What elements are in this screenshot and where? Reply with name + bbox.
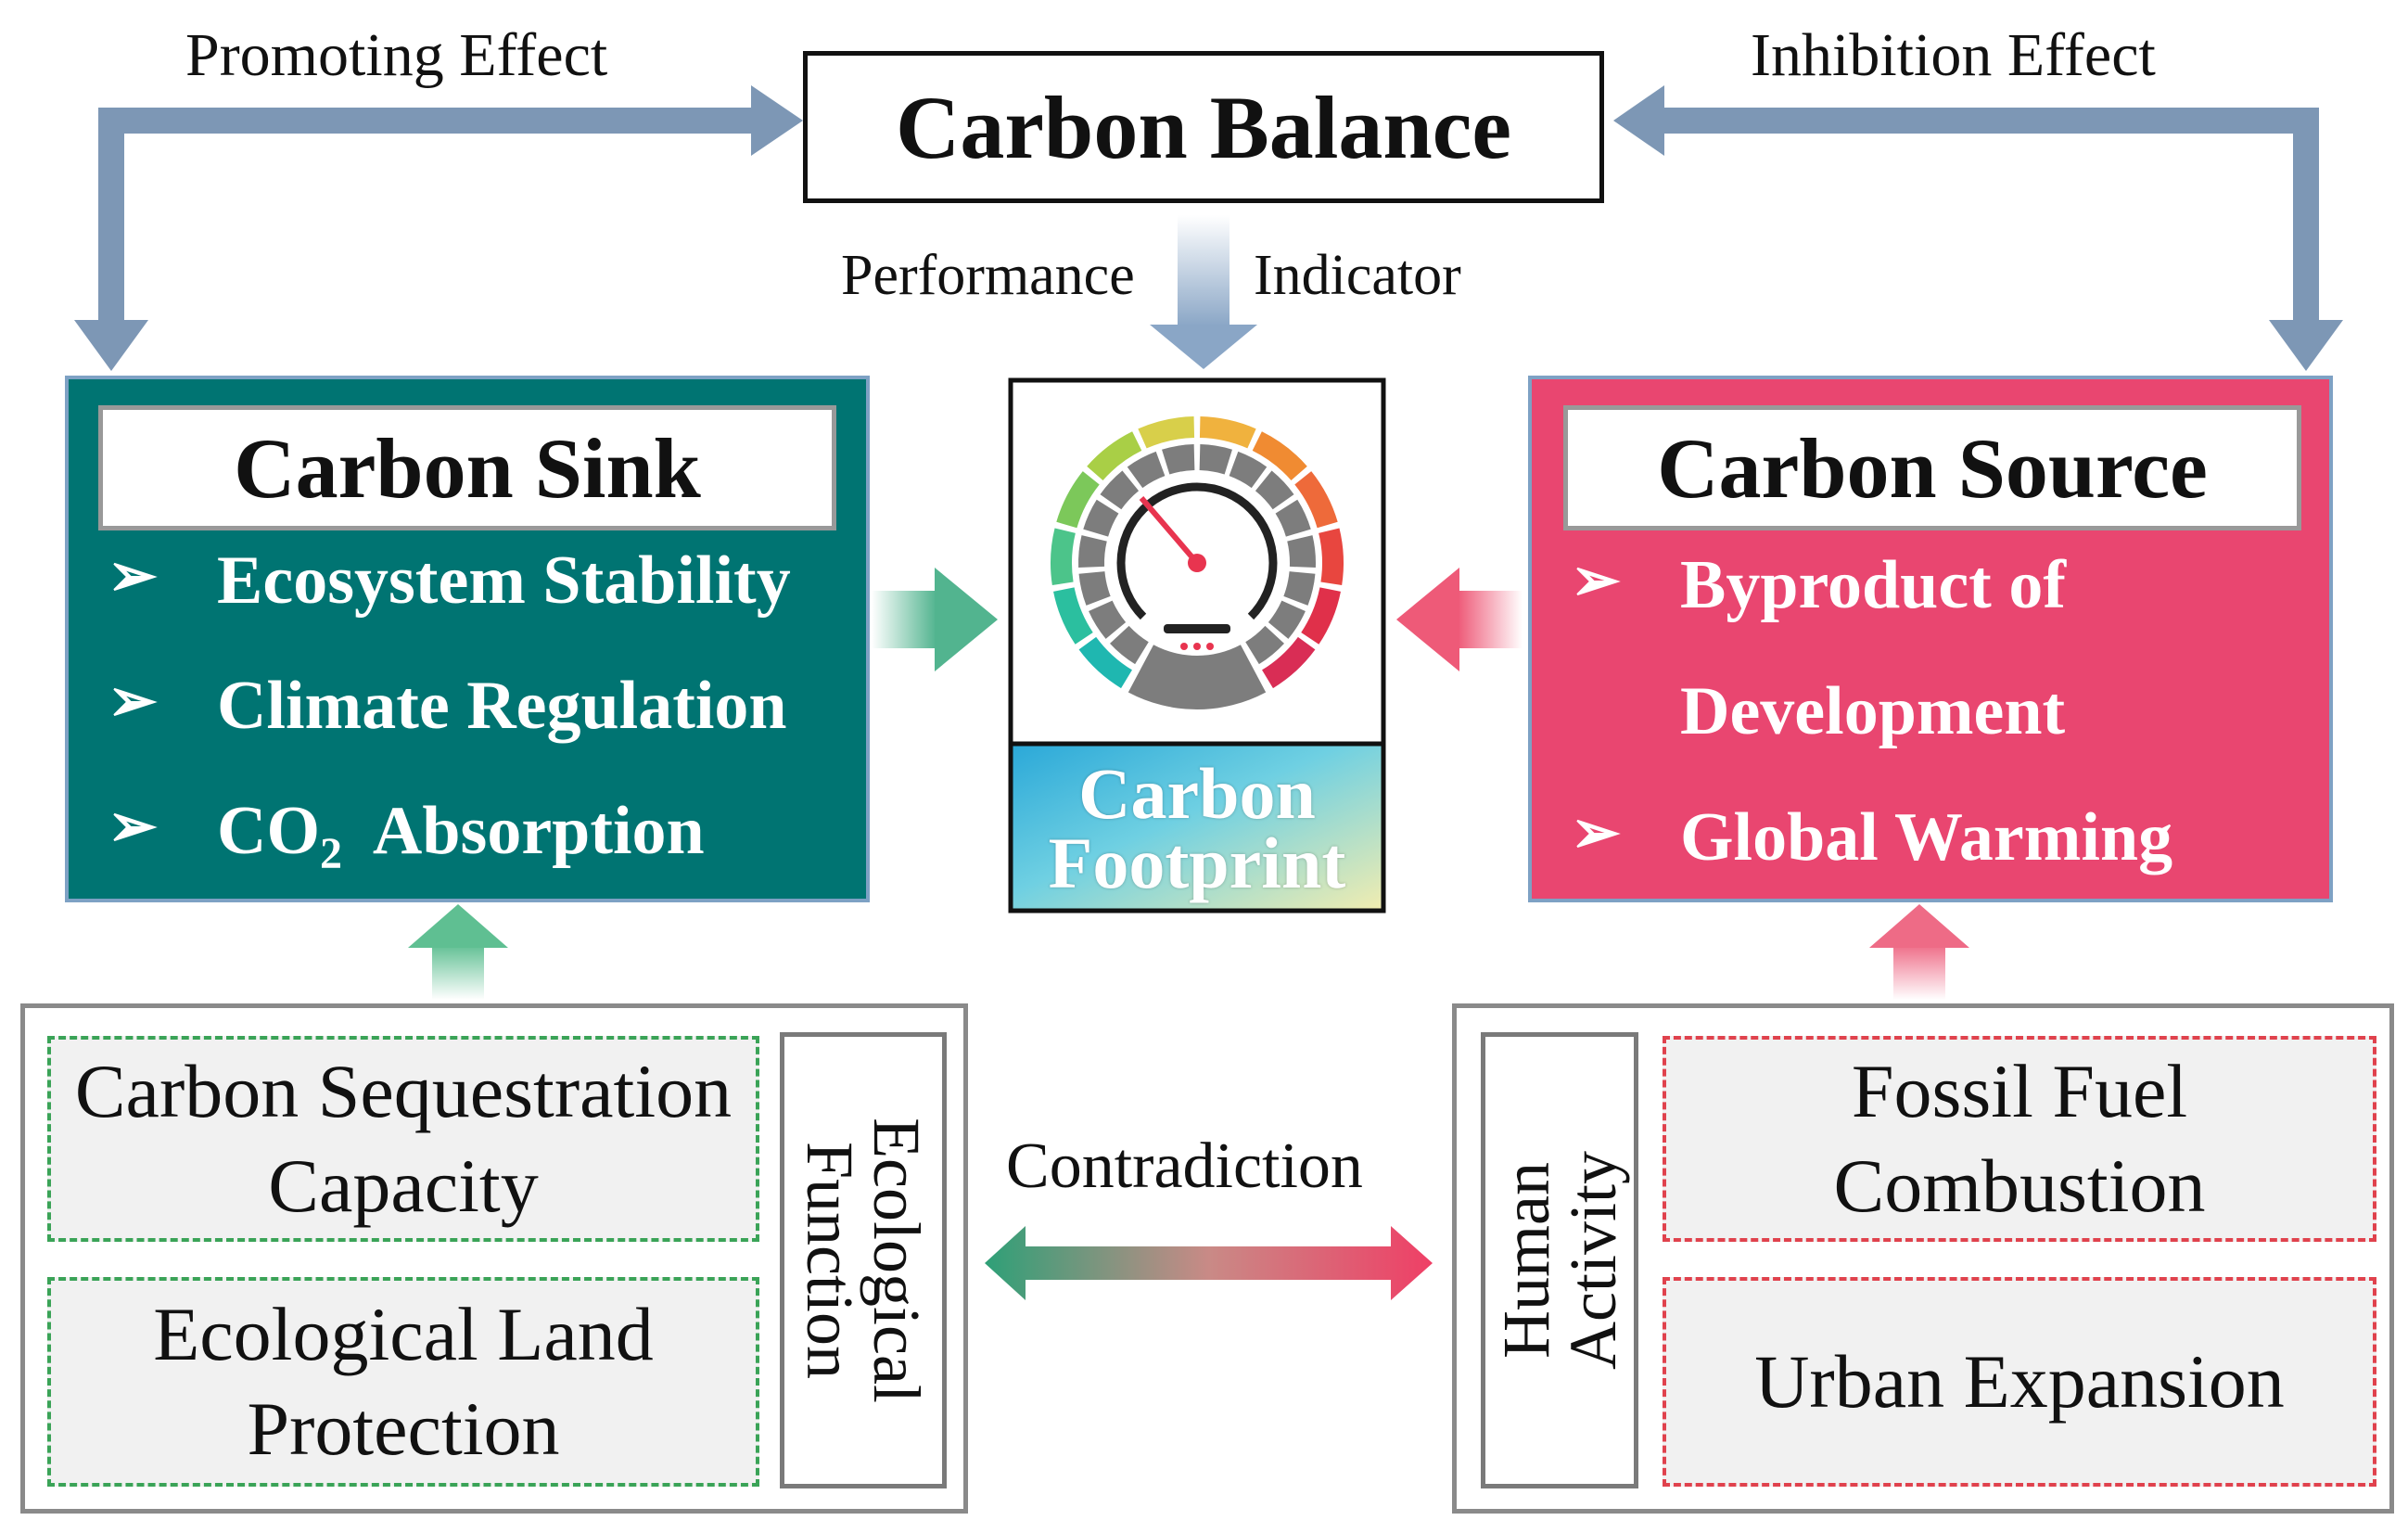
co2-subscript: 2: [320, 828, 342, 878]
sink-to-footprint-arrow: [872, 568, 998, 671]
source-bullet-text: Byproduct of: [1680, 547, 2066, 623]
gauge-inner-segment: [1083, 499, 1119, 537]
sink-bullet-text: Ecosystem Stability: [217, 543, 791, 619]
gauge-dial-ring: [1116, 482, 1278, 620]
gauge-indicator-dot: [1180, 643, 1188, 650]
eco-item-line: Ecological Land: [153, 1291, 654, 1376]
gauge-outer-segment: [1252, 431, 1307, 480]
gauge-inner-segment: [1110, 625, 1149, 665]
source-bullet-text: Development: [1680, 673, 2066, 749]
performance-label: Performance: [841, 244, 1135, 307]
human-activity-group: Human Activity Fossil Fuel Combustion Ur…: [1452, 1003, 2394, 1514]
promoting-effect-label: Promoting Effect: [185, 21, 608, 89]
gauge-outer-segment: [1056, 471, 1100, 529]
ecological-land-box: Ecological Land Protection: [47, 1277, 759, 1487]
source-bullet-text: Global Warming: [1680, 799, 2173, 875]
eco-item-line: Carbon Sequestration: [74, 1048, 733, 1133]
carbon-balance-text: Carbon Balance: [895, 77, 1512, 177]
gauge-inner-segment: [1268, 600, 1306, 639]
carbon-source-panel: Carbon Source ➢ Byproduct of Development…: [1528, 376, 2333, 902]
contradiction-double-arrow: [985, 1226, 1433, 1300]
ecological-to-sink-arrow: [408, 904, 508, 1000]
gauge-outer-segment: [1078, 636, 1132, 689]
performance-indicator-arrow: [1150, 215, 1257, 369]
gauge-inner-segment: [1229, 451, 1268, 489]
inhibition-effect-label: Inhibition Effect: [1751, 21, 2156, 89]
footprint-label-box: [1008, 741, 1386, 913]
vertical-line: Function: [793, 1141, 867, 1379]
contradiction-label: Contradiction: [1006, 1131, 1363, 1202]
sink-bullet-text: Climate Regulation: [217, 668, 787, 744]
vertical-line: Activity: [1556, 1151, 1630, 1370]
eco-item-line: Capacity: [268, 1143, 539, 1228]
bullet-arrow-icon: ➢: [108, 793, 158, 859]
gauge-inner-segment: [1199, 444, 1232, 475]
gauge-outer-segment: [1301, 587, 1341, 645]
source-to-footprint-arrow: [1396, 568, 1523, 671]
gauge-bottom-segment: [1128, 645, 1267, 710]
gauge-hub: [1188, 554, 1206, 572]
gauge-indicator-dot: [1206, 643, 1214, 650]
gauge-outer-segment: [1087, 431, 1142, 480]
gauge-inner-segment: [1255, 470, 1294, 510]
vertical-line: Ecological: [860, 1118, 934, 1403]
carbon-sequestration-box: Carbon Sequestration Capacity: [47, 1036, 759, 1242]
gauge-inner-segment: [1162, 444, 1195, 475]
sink-bullet-text: CO2 Absorption: [217, 792, 705, 879]
inhibition-effect-arrow: [1613, 85, 2343, 371]
bullet-arrow-icon: ➢: [108, 543, 158, 608]
gauge-inner-segment: [1089, 600, 1127, 639]
human-item-line: Combustion: [1833, 1143, 2206, 1228]
human-item-line: Fossil Fuel: [1851, 1048, 2188, 1133]
human-activity-vertical-box: Human Activity: [1481, 1032, 1638, 1488]
vertical-line: Human: [1489, 1162, 1563, 1359]
gauge-inner-segment: [1100, 470, 1140, 510]
gauge-inner-segment: [1275, 499, 1311, 537]
gauge-inner-segment: [1283, 571, 1316, 606]
gauge-inner-segment: [1287, 535, 1316, 568]
absorption-text: Absorption: [372, 793, 705, 869]
carbon-source-title-text: Carbon Source: [1657, 420, 2208, 516]
gauge-outer-segment: [1051, 528, 1076, 586]
footprint-line-1: Carbon: [1078, 753, 1316, 835]
gauge-indicator-dot: [1193, 643, 1201, 650]
bullet-arrow-icon: ➢: [1571, 799, 1621, 865]
carbon-sink-title-text: Carbon Sink: [234, 420, 701, 516]
gauge-outer-segment: [1138, 416, 1195, 449]
gauge-outer-segment: [1262, 636, 1316, 689]
bullet-arrow-icon: ➢: [1571, 547, 1621, 613]
ecological-function-text: Ecological Function: [793, 1118, 934, 1403]
co2-text: CO: [217, 793, 320, 869]
gauge-outer-segment: [1053, 587, 1093, 645]
gauge-inner-segment: [1245, 625, 1284, 665]
fossil-fuel-box: Fossil Fuel Combustion: [1663, 1036, 2376, 1242]
human-item-line: Urban Expansion: [1754, 1338, 2285, 1424]
carbon-sink-title: Carbon Sink: [98, 405, 836, 530]
urban-expansion-box: Urban Expansion: [1663, 1277, 2376, 1487]
carbon-sink-panel: Carbon Sink ➢ Ecosystem Stability ➢ Clim…: [65, 376, 870, 902]
ecological-function-vertical-box: Ecological Function: [780, 1032, 947, 1488]
gauge-outer-segment: [1294, 471, 1338, 529]
footprint-line-2: Footprint: [1048, 822, 1346, 903]
bullet-arrow-icon: ➢: [108, 668, 158, 734]
human-to-source-arrow: [1869, 904, 1969, 1000]
ecological-function-group: Carbon Sequestration Capacity Ecological…: [20, 1003, 968, 1514]
carbon-footprint-label: Carbon Footprint: [1011, 747, 1383, 911]
indicator-label: Indicator: [1254, 244, 1461, 307]
gauge-outer-segment: [1199, 416, 1256, 449]
gauge-outer-segment: [1319, 528, 1344, 586]
carbon-balance-title: Carbon Balance: [803, 51, 1604, 203]
carbon-source-title: Carbon Source: [1563, 405, 2301, 530]
gauge-needle: [1139, 496, 1200, 565]
promoting-effect-arrow: [74, 85, 803, 371]
human-activity-text: Human Activity: [1489, 1151, 1630, 1370]
eco-item-line: Protection: [247, 1386, 560, 1471]
gauge-inner-segment: [1078, 535, 1107, 568]
gauge-display: [1164, 624, 1230, 633]
gauge-inner-segment: [1078, 571, 1111, 606]
gauge-inner-segment: [1127, 451, 1166, 489]
speedometer-gauge-icon: [1051, 416, 1344, 710]
